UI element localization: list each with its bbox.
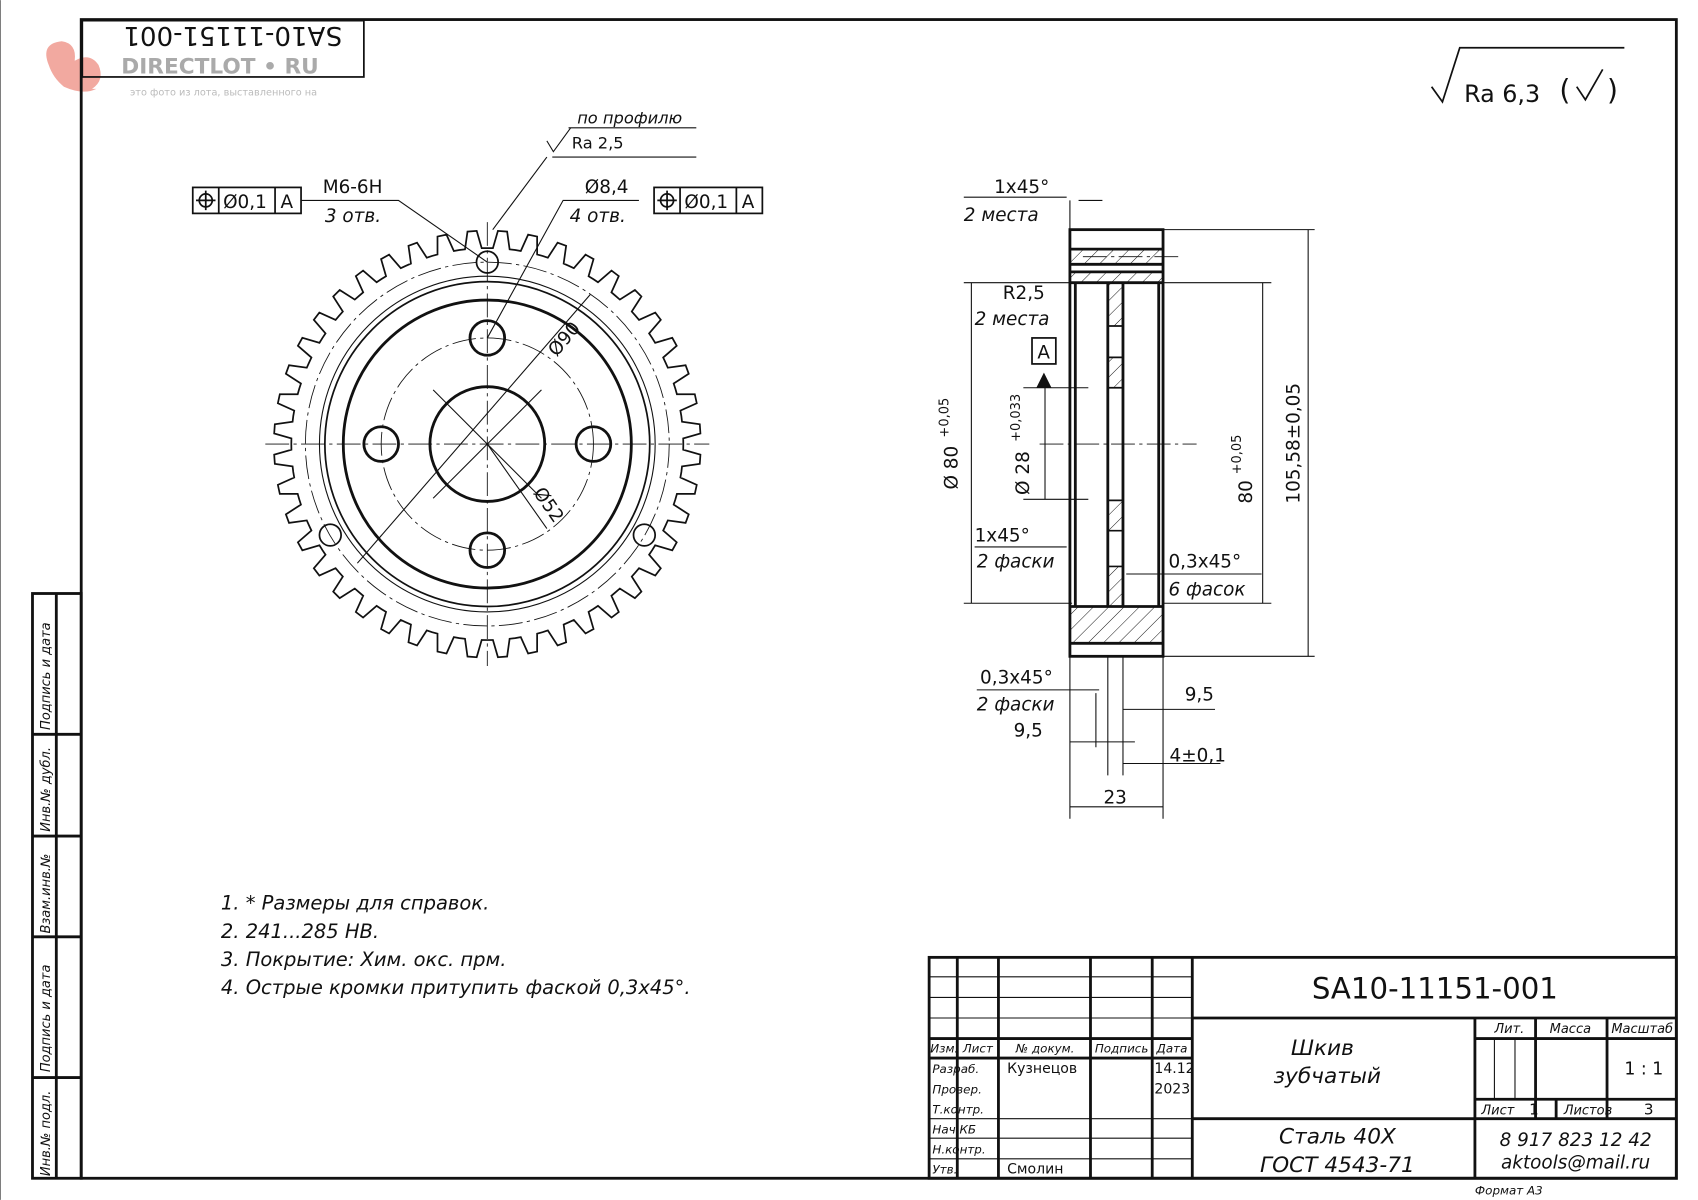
strip-label: Подпись и дата bbox=[39, 622, 54, 730]
part-name-line2: зубчатый bbox=[1274, 1064, 1381, 1089]
roughness-check-icon bbox=[1575, 68, 1604, 102]
profile-roughness: по профилю Ra 2,5 bbox=[546, 109, 697, 153]
dim-dia-80: Ø 80 bbox=[941, 446, 962, 490]
header-date: Дата bbox=[1156, 1042, 1188, 1056]
gear-teeth-outline bbox=[273, 230, 702, 659]
lit-label: Лит. bbox=[1493, 1022, 1524, 1037]
position-symbol-icon bbox=[657, 190, 677, 211]
title-block-role: Провер. bbox=[932, 1082, 981, 1096]
dim-9-5-right: 9,5 bbox=[1185, 685, 1214, 706]
material-line1: Сталь 40Х bbox=[1279, 1125, 1397, 1150]
note: 2. 241...285 HB. bbox=[221, 920, 379, 943]
chamfer-bottom-count: 2 фаски bbox=[977, 694, 1055, 715]
side-view: A 1x45° 2 места R2,5 2 места Ø 80 +0,05 … bbox=[938, 177, 1315, 819]
roughness-symbol-icon bbox=[546, 127, 572, 153]
dim-4: 4±0,1 bbox=[1170, 745, 1226, 766]
chamfer-small: 0,3x45° bbox=[1168, 552, 1241, 573]
watermark-brand: DIRECTLOT • RU bbox=[121, 55, 318, 80]
side-strip: Инв.№ подл. Подпись и дата Взам.инв.№ Ин… bbox=[31, 592, 83, 1180]
bracket: ( bbox=[1559, 74, 1570, 107]
tolerance-datum: A bbox=[742, 192, 755, 213]
sheet-format: Формат А3 bbox=[1475, 1184, 1543, 1198]
thread-callout: M6-6H bbox=[323, 177, 383, 198]
chamfer-mid: 1x45° bbox=[975, 526, 1030, 547]
title-block-name: Кузнецов bbox=[1007, 1061, 1077, 1077]
profile-roughness-value: Ra 2,5 bbox=[572, 133, 624, 152]
dim-23: 23 bbox=[1103, 788, 1126, 809]
watermark: DIRECTLOT • RU это фото из лота, выставл… bbox=[46, 41, 319, 98]
front-view: Ø90 Ø52 M6-6H 3 отв. Ø8,4 4 отв. Ø0,1 A … bbox=[191, 109, 764, 667]
general-roughness-value: Ra 6,3 bbox=[1464, 80, 1540, 108]
title-block-role: Нач.КБ bbox=[932, 1122, 976, 1136]
title-block-role: Н.контр. bbox=[932, 1142, 985, 1156]
chamfer-top: 1x45° bbox=[994, 177, 1049, 198]
watermark-caption: это фото из лота, выставленного на bbox=[130, 87, 317, 98]
note: 4. Острые кромки притупить фаской 0,3x45… bbox=[221, 976, 691, 999]
dim-80: 80 bbox=[1236, 480, 1257, 503]
chamfer-small-count: 6 фасок bbox=[1168, 580, 1245, 601]
strip-label: Взам.инв.№ bbox=[39, 854, 54, 934]
radius-count: 2 места bbox=[975, 309, 1050, 330]
mass-label: Масса bbox=[1550, 1022, 1591, 1037]
tolerance-value: Ø0,1 bbox=[223, 192, 267, 213]
chamfer-top-count: 2 места bbox=[964, 205, 1039, 226]
note: 3. Покрытие: Хим. окс. прм. bbox=[221, 948, 507, 971]
scale-label: Масштаб bbox=[1611, 1022, 1673, 1037]
dim-dia-28: Ø 28 bbox=[1013, 451, 1034, 495]
radius: R2,5 bbox=[1003, 283, 1045, 304]
title-block: Изм. Лист № докум. Подпись Дата Разраб. К… bbox=[927, 955, 1678, 1198]
note: 1. * Размеры для справок. bbox=[221, 892, 489, 915]
squirrel-logo-icon bbox=[46, 41, 101, 92]
position-symbol-icon bbox=[196, 190, 216, 211]
dim-dia-80-tol: +0,05 bbox=[938, 398, 953, 438]
designation: SA10-11151-001 bbox=[1312, 972, 1558, 1006]
sheets-label: Листов bbox=[1563, 1103, 1613, 1118]
thread-count: 3 отв. bbox=[325, 206, 381, 227]
sheet-label: Лист bbox=[1480, 1103, 1514, 1118]
title-block-role: Т.контр. bbox=[932, 1102, 984, 1116]
dim-dia-90: Ø90 bbox=[544, 318, 584, 361]
position-tolerance-right: Ø0,1 A bbox=[653, 186, 764, 215]
header-sign: Подпись bbox=[1095, 1042, 1149, 1056]
title-block-date: 14.12 bbox=[1154, 1061, 1194, 1077]
dim-80-tol: +0,05 bbox=[1230, 435, 1245, 475]
stamp-top-left: SA10-11151-001 bbox=[123, 20, 342, 50]
title-block-name: Смолин bbox=[1007, 1161, 1063, 1177]
title-block-date: 2023 bbox=[1154, 1081, 1190, 1097]
tolerance-datum: A bbox=[280, 192, 293, 213]
part-name-line1: Шкив bbox=[1291, 1036, 1354, 1061]
datum-a: A bbox=[1037, 343, 1050, 364]
general-roughness: Ra 6,3 ( ) bbox=[1430, 46, 1625, 108]
chamfer-bottom: 0,3x45° bbox=[980, 667, 1053, 688]
hole-count: 4 отв. bbox=[570, 206, 626, 227]
dim-9-5-left: 9,5 bbox=[1014, 720, 1043, 741]
strip-label: Инв.№ подл. bbox=[39, 1091, 54, 1176]
title-block-role: Утв. bbox=[932, 1162, 957, 1176]
material-line2: ГОСТ 4543-71 bbox=[1260, 1153, 1415, 1178]
strip-label: Подпись и дата bbox=[39, 965, 54, 1073]
dim-dia-28-tol: +0,033 bbox=[1009, 394, 1024, 442]
header-list: Лист bbox=[962, 1042, 994, 1056]
header-izm: Изм. bbox=[930, 1042, 958, 1056]
technical-notes: 1. * Размеры для справок. 2. 241...285 H… bbox=[221, 892, 691, 999]
bracket: ) bbox=[1607, 74, 1618, 107]
strip-label: Инв.№ дубл. bbox=[39, 747, 54, 832]
chamfer-mid-count: 2 фаски bbox=[977, 552, 1055, 573]
profile-roughness-label: по профилю bbox=[577, 109, 682, 128]
sheets-value: 3 bbox=[1644, 1100, 1654, 1118]
email: aktools@mail.ru bbox=[1501, 1153, 1650, 1174]
header-doc: № докум. bbox=[1015, 1042, 1075, 1056]
scale-value: 1 : 1 bbox=[1624, 1059, 1663, 1079]
sheet-value: 1 bbox=[1529, 1100, 1539, 1118]
phone: 8 917 823 12 42 bbox=[1500, 1130, 1652, 1151]
tolerance-value: Ø0,1 bbox=[684, 192, 728, 213]
position-tolerance-left: Ø0,1 A bbox=[191, 186, 302, 215]
datum-triangle-icon bbox=[1036, 372, 1052, 388]
dim-105: 105,58±0,05 bbox=[1283, 383, 1304, 504]
title-block-role: Разраб. bbox=[932, 1062, 979, 1076]
hole-callout: Ø8,4 bbox=[585, 177, 629, 198]
